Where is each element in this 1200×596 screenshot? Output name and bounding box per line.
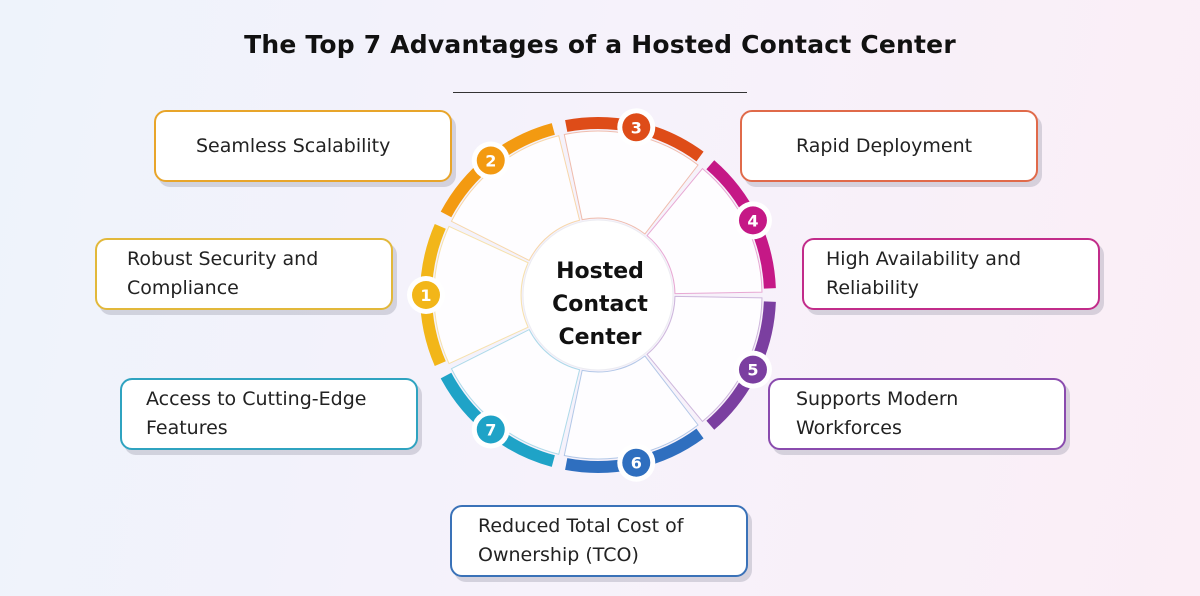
card-text-line: Robust Security and (127, 248, 319, 270)
badge-6: 6 (617, 443, 656, 482)
badge-number-6: 6 (631, 454, 642, 473)
card-modern-workforces: Supports Modern Workforces (768, 378, 1066, 450)
title-underline (453, 92, 747, 93)
wheel-wedge-1 (433, 225, 529, 365)
card-text-line: Features (146, 417, 228, 439)
badge-number-5: 5 (747, 361, 758, 380)
card-rapid-deployment: Rapid Deployment (740, 110, 1038, 182)
card-high-availability: High Availability and Reliability (802, 238, 1100, 310)
badge-2: 2 (471, 141, 510, 180)
center-label-line-1: Hosted (556, 259, 644, 284)
badge-number-7: 7 (485, 420, 496, 439)
card-text-line: Workforces (796, 417, 902, 439)
badge-number-2: 2 (485, 152, 496, 171)
wheel-center-disc (522, 219, 674, 371)
badge-dot-2 (476, 146, 505, 175)
badge-1: 1 (407, 276, 445, 314)
wheel-wedge-7 (450, 328, 581, 455)
card-text-line: Rapid Deployment (796, 134, 973, 157)
wheel-wedge-3 (563, 130, 699, 235)
card-text-line: Supports Modern (796, 388, 959, 410)
card-text-line: Access to Cutting-Edge (146, 388, 367, 410)
center-label-line-2: Contact (552, 292, 648, 317)
badge-number-4: 4 (747, 211, 758, 230)
badge-dot-3 (622, 113, 651, 142)
wheel-wedge-4 (646, 167, 763, 295)
wheel-wedge-6 (563, 355, 699, 460)
page-title: The Top 7 Advantages of a Hosted Contact… (244, 30, 956, 59)
badge-dot-5 (738, 355, 767, 384)
badge-dot-4 (738, 206, 767, 235)
card-text-line: Ownership (TCO) (478, 544, 639, 566)
center-label-line-3: Center (558, 325, 642, 350)
center-label: Hosted Contact Center (530, 255, 670, 354)
card-text-line: Reliability (826, 277, 919, 299)
badge-4: 4 (733, 201, 772, 240)
badge-7: 7 (471, 410, 510, 449)
wheel-wedge-2 (450, 135, 581, 262)
badge-dot-7 (476, 415, 505, 444)
card-reduced-tco: Reduced Total Cost of Ownership (TCO) (450, 505, 748, 577)
badge-number-1: 1 (420, 286, 431, 305)
badge-dot-1 (412, 281, 440, 309)
card-text-line: Seamless Scalability (196, 134, 391, 157)
badge-dot-6 (622, 448, 651, 477)
badge-number-3: 3 (631, 118, 642, 137)
card-seamless-scalability: Seamless Scalability (154, 110, 452, 182)
card-robust-security: Robust Security and Compliance (95, 238, 393, 310)
badge-3: 3 (617, 108, 656, 147)
card-cutting-edge-features: Access to Cutting-Edge Features (120, 378, 418, 450)
badge-5: 5 (733, 350, 772, 389)
card-text-line: High Availability and (826, 248, 1022, 270)
card-text-line: Reduced Total Cost of (478, 515, 684, 537)
card-text-line: Compliance (127, 277, 239, 299)
wheel-wedge-5 (646, 295, 763, 423)
